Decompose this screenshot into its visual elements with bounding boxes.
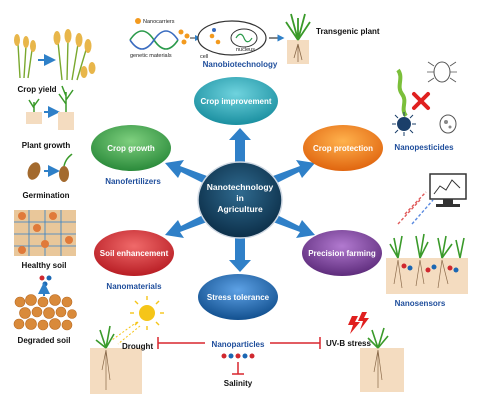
degraded-soil-illustration: Degraded soil — [13, 294, 77, 345]
tall-plant-icon — [58, 85, 74, 112]
label-nucleus: nucleus — [236, 47, 255, 53]
plant-growth-illustration: Plant growth — [22, 85, 74, 150]
arrow-upper-right — [273, 160, 315, 183]
seed-icon — [27, 162, 41, 180]
stress-nanoparticles-icon — [221, 353, 255, 359]
label-drought: Drought — [122, 342, 153, 351]
wheat-icon — [17, 43, 33, 79]
germination-illustration: Germination — [22, 153, 73, 200]
lightning-icon — [348, 312, 369, 334]
caterpillar-icon — [396, 68, 408, 118]
nanopesticides-illustration — [392, 61, 457, 136]
small-plant-icon — [28, 98, 40, 112]
center-node: Nanotechnology in Agriculture — [197, 161, 283, 239]
sensor-soil-icon — [386, 258, 468, 294]
drought-soil-icon — [90, 348, 142, 394]
category-nanofertilizers: Nanofertilizers — [105, 177, 161, 186]
label-plant-growth: Plant growth — [22, 141, 71, 150]
label-cell: cell — [200, 54, 208, 60]
transgenic-plant-icon — [285, 13, 311, 64]
inhibition-lines — [157, 337, 321, 375]
bacteria-icon — [439, 114, 457, 134]
arrow-lower-right — [273, 215, 315, 238]
uvb-plant-icon — [367, 327, 389, 349]
category-nanoparticles: Nanoparticles — [212, 340, 265, 349]
drought-plant-icon — [95, 325, 115, 349]
fungus-icon — [392, 112, 416, 136]
degraded-soil-icon — [13, 294, 77, 331]
healthy-soil-illustration: Healthy soil — [14, 210, 76, 270]
signal-waves-icon — [397, 191, 434, 225]
node-stress-tolerance: Stress tolerance — [198, 274, 278, 320]
arrow-upper-left — [165, 160, 207, 183]
cross-icon — [412, 92, 430, 110]
node-precision-farming: Precision farming — [302, 230, 382, 276]
category-nanosensors: Nanosensors — [395, 299, 446, 308]
arrow-up — [229, 128, 251, 163]
arrow-down — [229, 237, 251, 272]
nanocarrier-in-cell-icon — [209, 28, 221, 45]
node-crop-protection: Crop protection — [303, 125, 383, 171]
nanocarrier-icon — [135, 18, 190, 45]
sun-icon — [111, 296, 164, 345]
computer-icon — [429, 173, 467, 207]
wheat-large-icon — [57, 39, 87, 81]
node-crop-improvement: Crop improvement — [194, 77, 278, 125]
connector-arrows — [165, 128, 315, 272]
node-crop-growth: Crop growth — [91, 125, 171, 171]
dna-helix-icon — [129, 30, 179, 50]
node-label-precision-farming: Precision farming — [308, 249, 376, 258]
label-salinity: Salinity — [224, 379, 253, 388]
node-label-crop-improvement: Crop improvement — [200, 97, 271, 106]
arrow-lower-left — [165, 215, 207, 238]
category-nanomaterials: Nanomaterials — [106, 282, 162, 291]
aphid-icon — [427, 61, 457, 83]
label-transgenic-plant: Transgenic plant — [316, 27, 380, 36]
category-nanopesticides: Nanopesticides — [394, 143, 454, 152]
sensor-plants-icon — [389, 233, 465, 259]
node-label-soil-enhancement: Soil enhancement — [100, 249, 169, 258]
category-nanobiotechnology: Nanobiotechnology — [203, 60, 278, 69]
soil-nanoparticle-dots — [38, 275, 52, 296]
node-soil-enhancement: Soil enhancement — [94, 230, 174, 276]
nanosensors-illustration — [386, 173, 468, 294]
node-label-crop-protection: Crop protection — [313, 144, 373, 153]
node-label-crop-growth: Crop growth — [107, 144, 155, 153]
center-label-line2: in — [236, 193, 244, 203]
label-uvb-stress: UV-B stress — [326, 339, 371, 348]
label-crop-yield: Crop yield — [17, 85, 56, 94]
nanobiotech-illustration: Nanocarriers genetic materials cell nucl… — [129, 13, 380, 64]
label-nanocarriers: Nanocarriers — [143, 19, 175, 25]
label-germination: Germination — [22, 191, 69, 200]
stress-section: Drought Salinity UV-B stress — [90, 296, 404, 394]
center-label-line3: Agriculture — [217, 204, 263, 214]
label-genetic-materials: genetic materials — [130, 53, 172, 59]
node-label-stress-tolerance: Stress tolerance — [207, 293, 270, 302]
uvb-soil-icon — [360, 348, 404, 392]
sprouting-seed-icon — [59, 166, 69, 182]
label-healthy-soil: Healthy soil — [22, 261, 67, 270]
label-degraded-soil: Degraded soil — [18, 336, 71, 345]
center-label-line1: Nanotechnology — [207, 182, 274, 192]
sensor-nanoparticle-icon — [401, 263, 459, 273]
crop-yield-illustration: Crop yield — [14, 29, 96, 94]
